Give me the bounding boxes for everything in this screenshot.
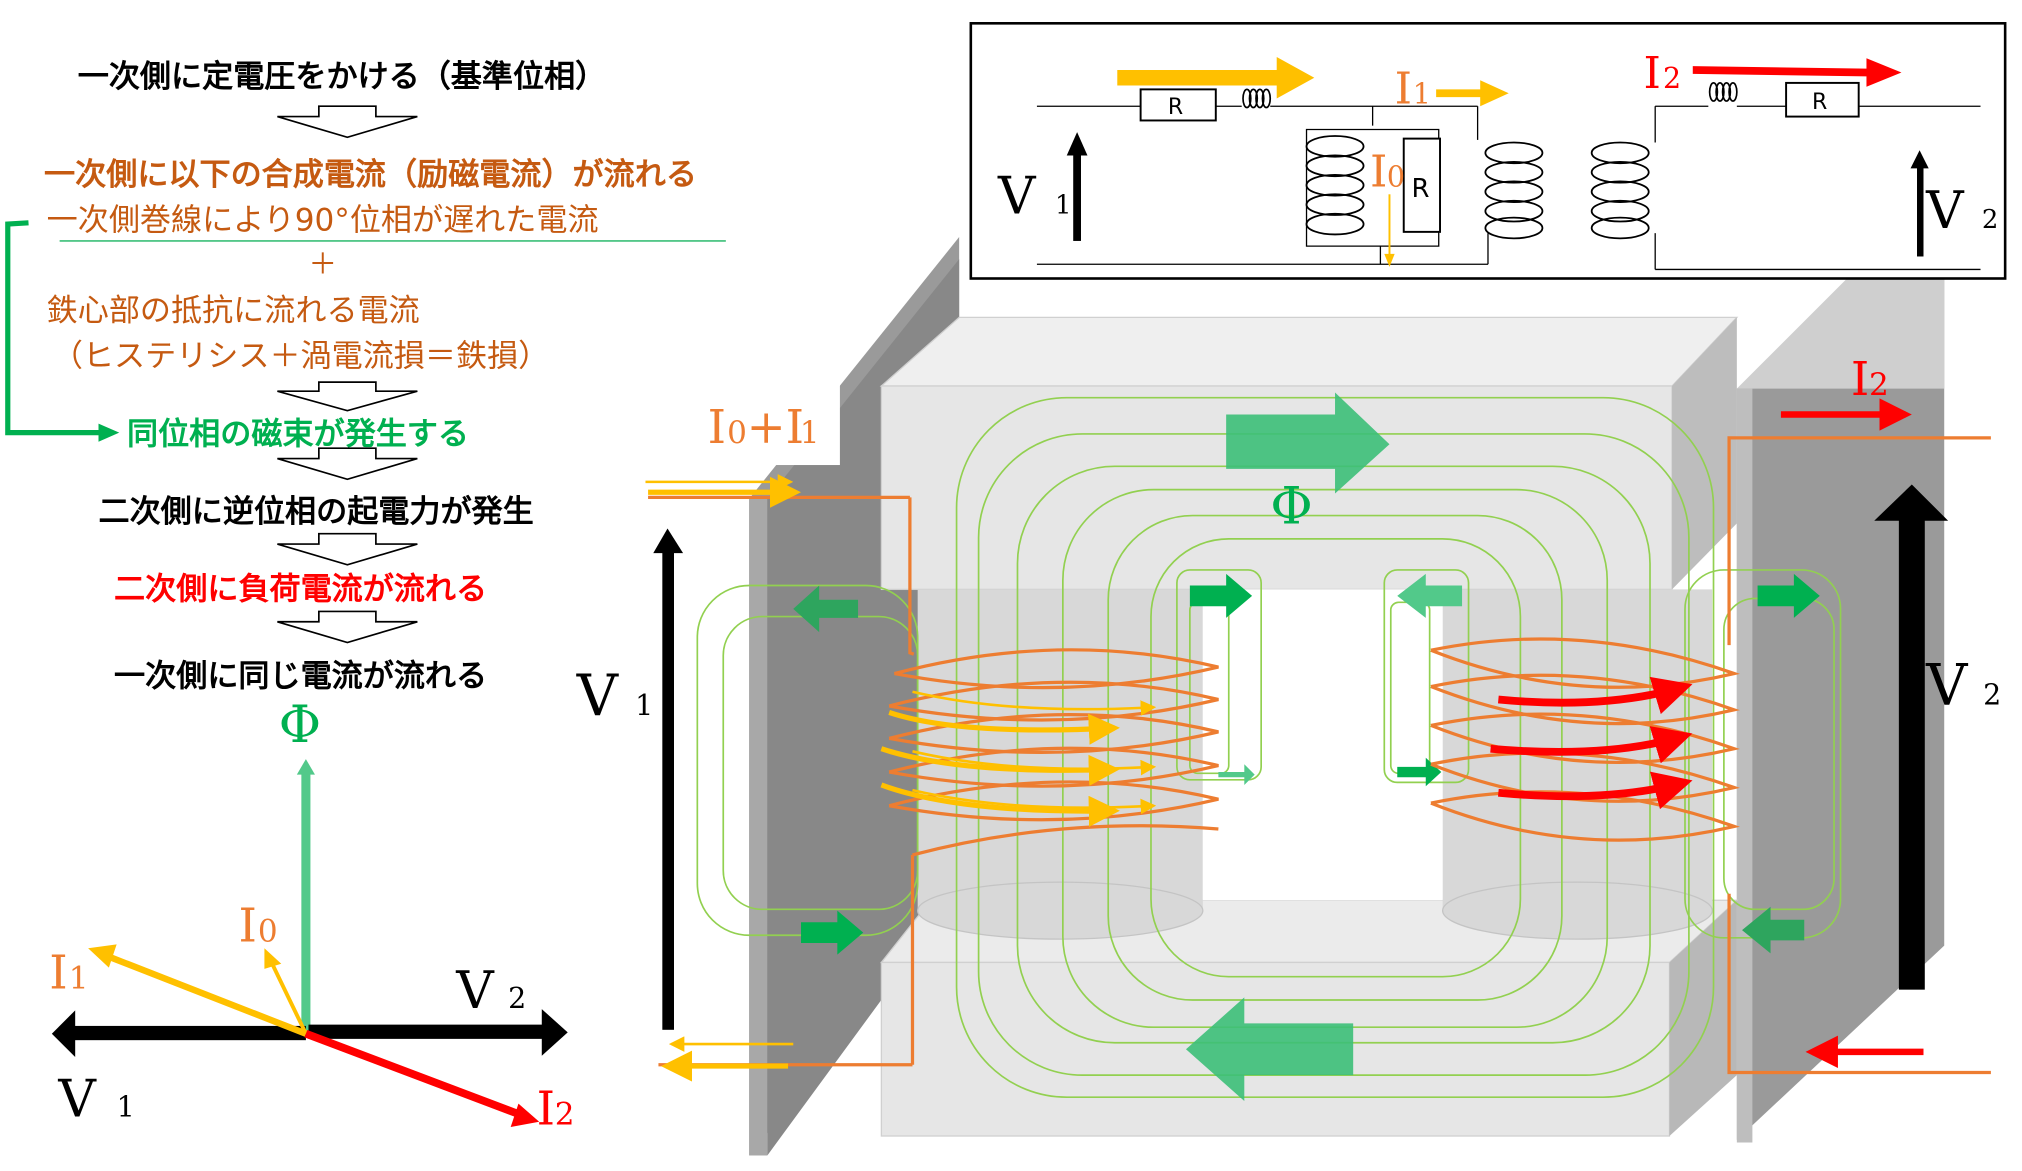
svg-text:V: V [1925,653,1968,719]
core-window [1202,589,1443,901]
flux-arrow-bottom [1185,997,1354,1102]
circuit-winding-primary [1484,141,1544,240]
phasor-i2-label: I 2 [537,1081,575,1135]
down-arrow-icon [277,447,418,481]
phasor-i0-arrow [269,960,308,1035]
svg-text:I: I [238,899,256,953]
flow-step-2-sub-1: 一次側巻線により90°位相が遅れた電流 [47,203,599,239]
circuit-v2-label: V 2 [1925,181,1998,241]
circuit-i2-label: I 2 [1644,48,1682,99]
circuit-resistor-core: R [1402,137,1441,233]
phasor-phi-label: Φ [279,695,322,755]
svg-text:2: 2 [1982,205,1998,235]
svg-text:2: 2 [1983,679,2001,712]
flow-step-4: 二次側に逆位相の起電力が発生 [99,494,534,530]
phasor-diagram: Φ I 0 I 1 V 2 V 1 [49,695,574,1135]
svg-text:I: I [708,400,726,454]
svg-text:V: V [997,167,1037,227]
flow-chart: 一次側に定電圧をかける（基準位相） 一次側に以下の合成電流（励磁電流）が流れる … [5,59,726,695]
primary-current-arrows [645,474,1157,1082]
circuit-v2-arrow [1910,150,1929,257]
phasor-i2-arrow [304,1030,520,1118]
circuit-inductor-magnetizing [1305,135,1365,236]
flux-phi-label: Φ [1270,476,1313,536]
svg-text:0: 0 [258,914,278,950]
svg-text:I: I [537,1081,555,1135]
phasor-v2-label: V 2 [455,961,526,1021]
circuit-v1-label: V 1 [997,167,1072,227]
circuit-resistor-primary: R [1139,88,1217,122]
svg-text:R: R [1812,90,1827,115]
circuit-resistor-secondary: R [1785,81,1860,118]
svg-text:R: R [1168,95,1183,120]
phasor-i1-arrow [102,951,308,1037]
circuit-v1-arrow [1066,132,1088,241]
small-flux-arrows [793,573,1820,955]
circuit-inductor-secondary [1708,82,1738,102]
svg-text:2: 2 [1869,367,1889,403]
svg-text:I: I [1644,48,1661,99]
svg-text:1: 1 [117,1091,135,1124]
flow-step-3: 同位相の磁束が発生する [127,416,469,452]
svg-text:I: I [1370,147,1387,198]
down-arrow-icon [277,532,418,566]
svg-text:I: I [1395,64,1412,115]
circuit-i1-label: I 1 [1395,64,1431,115]
svg-text:1: 1 [69,960,89,996]
plus-sign: ＋ [308,247,337,280]
v2-arrow [1874,484,1949,990]
primary-current-label: I 0 +I 1 [708,400,820,454]
svg-text:V: V [1925,181,1965,241]
svg-text:1: 1 [800,415,820,451]
svg-text:V: V [57,1070,97,1130]
phasor-v-axis [51,1009,568,1058]
equivalent-circuit: R R R [969,22,2007,280]
svg-text:1: 1 [635,689,653,722]
svg-text:2: 2 [555,1096,575,1132]
circuit-winding-secondary [1590,141,1650,240]
phasor-i0-label: I 0 [238,899,277,953]
transformer-3d: Φ [576,237,2001,1156]
svg-text:0: 0 [1387,161,1405,194]
flow-step-1: 一次側に定電圧をかける（基準位相） [78,59,606,95]
circuit-current-arrow-i0 [1384,194,1395,267]
down-arrow-icon [277,105,418,139]
svg-text:R: R [1412,174,1430,204]
svg-text:I: I [1851,352,1869,406]
phasor-v1-label: V 1 [57,1070,134,1130]
circuit-current-arrow-i1 [1436,80,1509,107]
down-arrow-icon [277,381,418,412]
down-arrow-icon [277,610,418,644]
flow-step-2-sub-2: 鉄心部の抵抗に流れる電流 [47,293,420,329]
v2-label: V 2 [1925,653,2001,719]
svg-text:1: 1 [1413,78,1431,111]
green-bracket-arrow-icon [5,220,120,442]
svg-text:+I: +I [747,400,805,454]
i2-label: I 2 [1851,352,1889,406]
circuit-i0-label: I 0 [1370,147,1405,198]
svg-text:V: V [576,663,619,729]
v1-arrow [653,528,684,1030]
v1-label: V 1 [576,663,653,729]
svg-text:0: 0 [727,415,747,451]
flow-step-2: 一次側に以下の合成電流（励磁電流）が流れる [44,157,697,193]
svg-text:2: 2 [508,982,526,1015]
secondary-current-arrows [1490,398,1924,1069]
circuit-inductor-primary [1242,88,1272,109]
circuit-current-arrow-i2 [1692,58,1902,87]
svg-text:I: I [49,945,67,999]
flow-step-2-sub-3: （ヒステリシス＋渦電流損＝鉄損） [52,339,549,375]
flux-arrow-top [1226,392,1390,494]
flow-step-6: 一次側に同じ電流が流れる [114,659,487,695]
svg-text:1: 1 [1055,191,1071,221]
phasor-i1-label: I 1 [49,945,88,999]
svg-text:V: V [455,961,495,1021]
svg-text:2: 2 [1663,62,1681,95]
circuit-current-arrow-primary [1117,56,1315,99]
primary-current-label-bg [699,371,840,466]
flow-step-5: 二次側に負荷電流が流れる [114,572,487,608]
